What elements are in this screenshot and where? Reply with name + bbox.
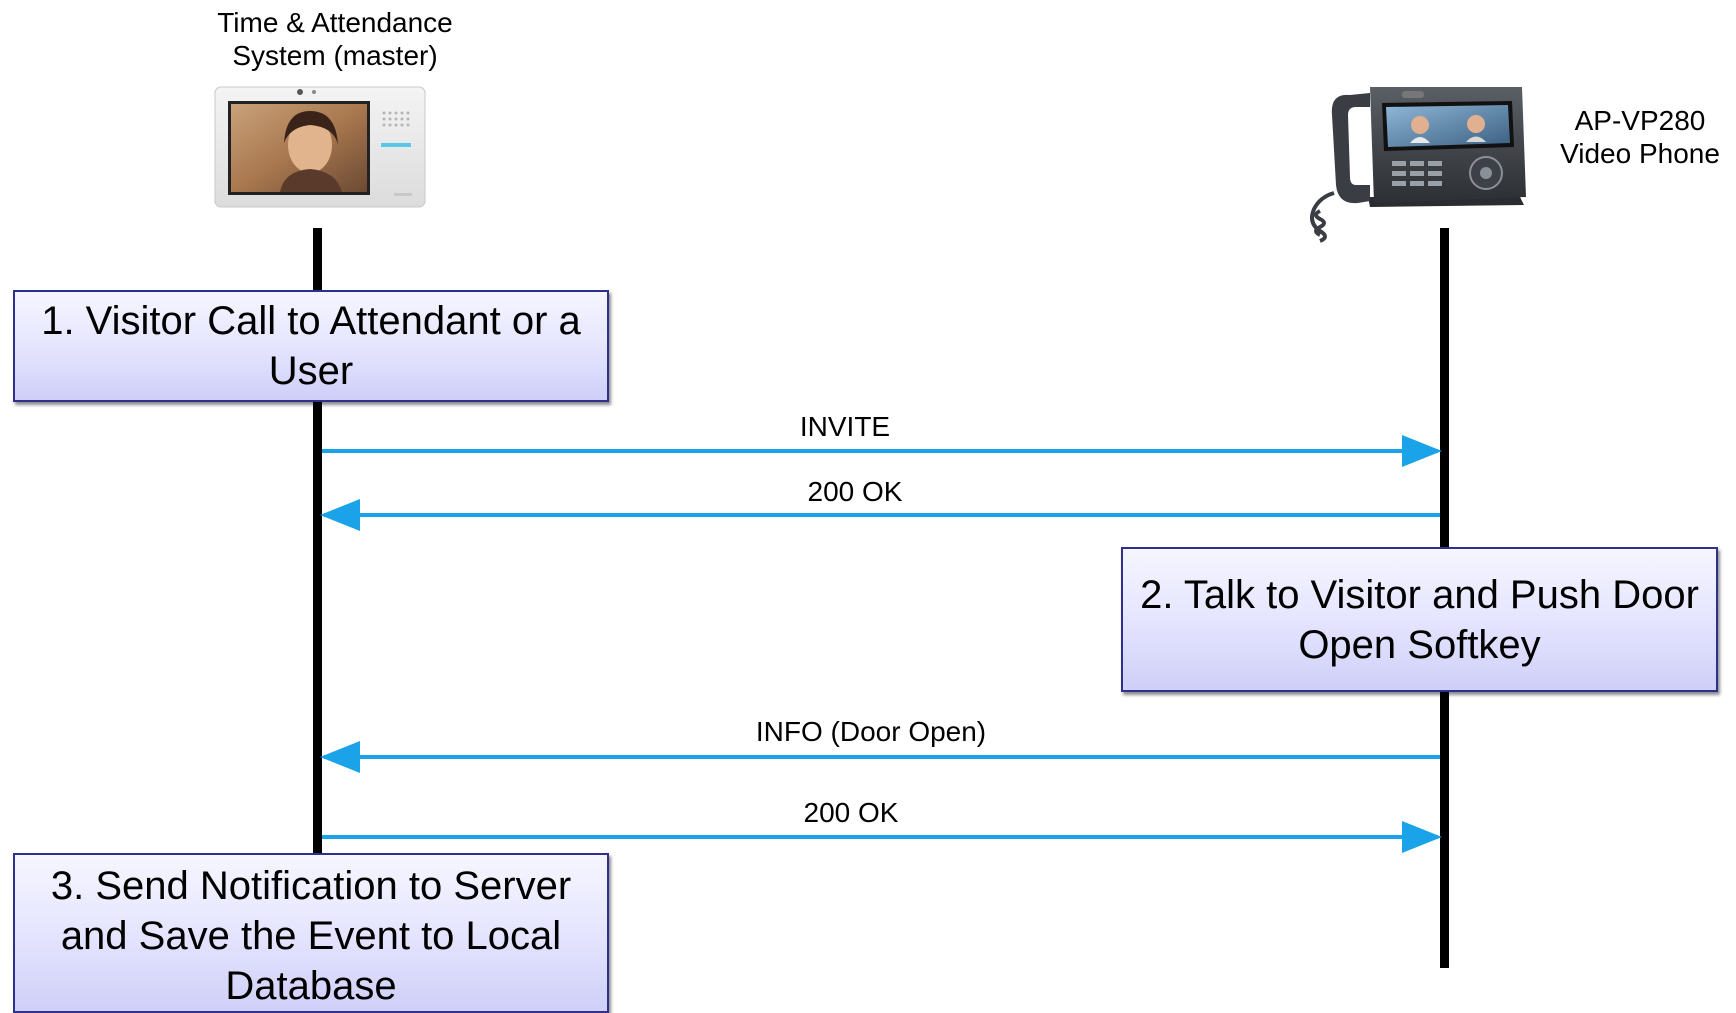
lifeline-time-attendance (313, 228, 322, 898)
time-attendance-terminal-icon (214, 86, 426, 208)
step-box-visitor-call: 1. Visitor Call to Attendant or a User (13, 290, 609, 402)
message-label-invite: INVITE (799, 411, 891, 442)
step-text: 3. Send Notification to Server and Save … (50, 864, 572, 1008)
participant-label-time-attendance: Time & Attendance System (master) (217, 7, 453, 71)
video-phone-icon (1310, 87, 1526, 243)
step-box-send-notification: 3. Send Notification to Server and Save … (13, 853, 609, 1013)
message-label-200-ok-2: 200 OK (803, 797, 899, 828)
message-label-info-door-open: INFO (Door Open) (755, 716, 987, 747)
step-text: 2. Talk to Visitor and Push Door Open So… (1140, 572, 1699, 667)
participant-label-video-phone: AP-VP280 Video Phone (1560, 105, 1720, 169)
message-label-200-ok-1: 200 OK (807, 476, 903, 507)
step-box-door-open: 2. Talk to Visitor and Push Door Open So… (1121, 547, 1718, 692)
step-text: 1. Visitor Call to Attendant or a User (41, 299, 581, 393)
